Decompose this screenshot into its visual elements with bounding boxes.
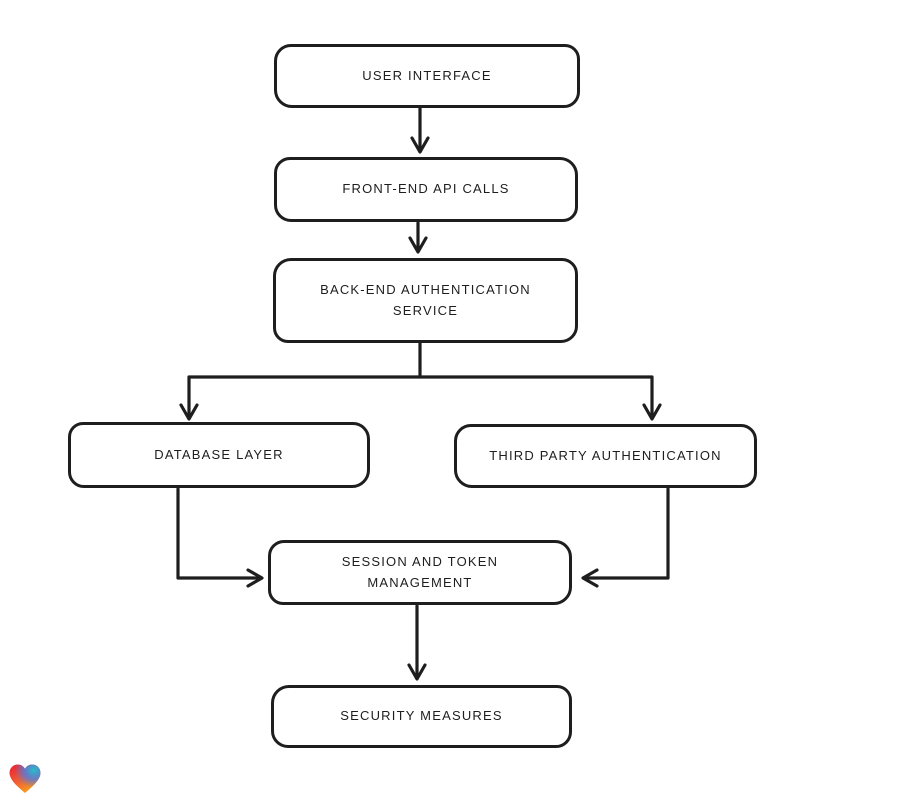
node-label: SESSION AND TOKEN MANAGEMENT bbox=[341, 554, 499, 590]
node-session-and-token-management: SESSION AND TOKEN MANAGEMENT bbox=[268, 540, 572, 605]
node-label: SECURITY MEASURES bbox=[340, 708, 503, 724]
edge-session-and-token-management-to-security-measures bbox=[407, 604, 427, 681]
edge-back-end-authentication-service-to-database-layer bbox=[179, 341, 422, 421]
node-user-interface: USER INTERFACE bbox=[274, 44, 580, 108]
edge-back-end-authentication-service-to-third-party-authentication bbox=[418, 375, 662, 421]
node-label: DATABASE LAYER bbox=[154, 446, 284, 462]
edge-database-layer-to-session-and-token-management bbox=[176, 487, 264, 588]
node-back-end-authentication-service: BACK-END AUTHENTICATION SERVICE bbox=[273, 258, 578, 343]
node-label: USER INTERFACE bbox=[362, 67, 492, 83]
node-database-layer: DATABASE LAYER bbox=[68, 422, 370, 488]
heart-icon bbox=[9, 764, 41, 793]
node-label: FRONT-END API CALLS bbox=[342, 181, 510, 197]
edge-third-party-authentication-to-session-and-token-management bbox=[581, 487, 670, 588]
node-label: BACK-END AUTHENTICATION SERVICE bbox=[320, 282, 531, 318]
node-label: THIRD PARTY AUTHENTICATION bbox=[489, 447, 722, 463]
node-front-end-api-calls: FRONT-END API CALLS bbox=[274, 157, 578, 222]
gradient-heart-logo[interactable] bbox=[8, 763, 42, 795]
node-security-measures: SECURITY MEASURES bbox=[271, 685, 572, 748]
edge-front-end-api-calls-to-back-end-authentication-service bbox=[408, 221, 428, 254]
node-third-party-authentication: THIRD PARTY AUTHENTICATION bbox=[454, 424, 757, 488]
edge-user-interface-to-front-end-api-calls bbox=[410, 106, 430, 154]
